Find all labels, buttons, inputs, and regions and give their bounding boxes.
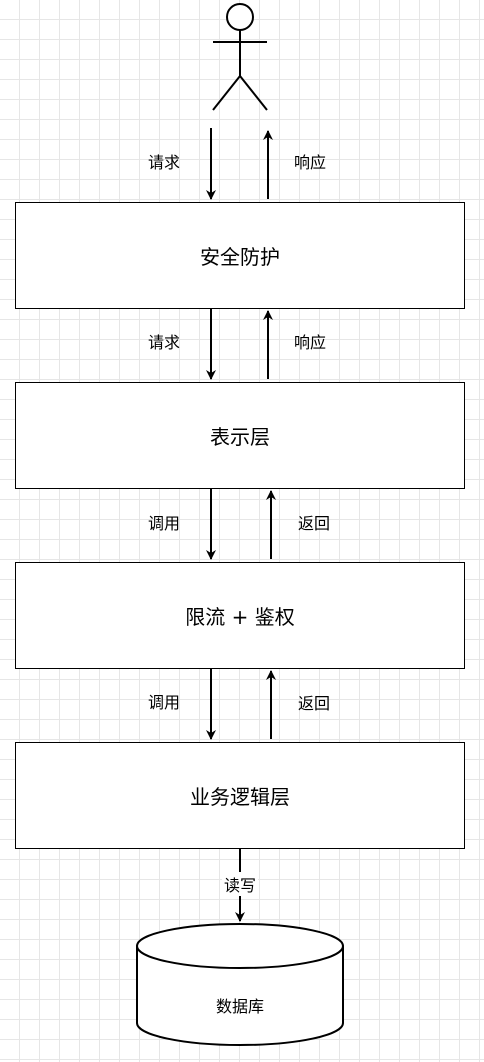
database-cylinder-icon bbox=[136, 923, 344, 1046]
security-layer-label: 安全防护 bbox=[200, 245, 280, 269]
business-logic-layer-box: 业务逻辑层 bbox=[15, 742, 465, 849]
presentation-layer-label: 表示层 bbox=[210, 425, 270, 449]
ratelimit-auth-layer-label: 限流 + 鉴权 bbox=[185, 605, 295, 629]
database-label: 数据库 bbox=[215, 997, 264, 1016]
edge-label-request: 请求 bbox=[148, 153, 181, 172]
edge-label-response: 响应 bbox=[294, 153, 327, 172]
edge-label-response: 响应 bbox=[294, 333, 327, 352]
edge-label-request: 请求 bbox=[148, 333, 181, 352]
edge-label-return: 返回 bbox=[298, 694, 331, 713]
business-logic-layer-label: 业务逻辑层 bbox=[190, 785, 290, 809]
edge-label-return: 返回 bbox=[298, 514, 331, 533]
presentation-layer-box: 表示层 bbox=[15, 382, 465, 489]
security-layer-box: 安全防护 bbox=[15, 202, 465, 309]
ratelimit-auth-layer-box: 限流 + 鉴权 bbox=[15, 562, 465, 669]
edge-label-call: 调用 bbox=[148, 693, 181, 712]
user-actor-icon bbox=[212, 3, 268, 111]
edge-label-call: 调用 bbox=[148, 514, 181, 533]
edge-label-readwrite: 读写 bbox=[222, 872, 259, 896]
